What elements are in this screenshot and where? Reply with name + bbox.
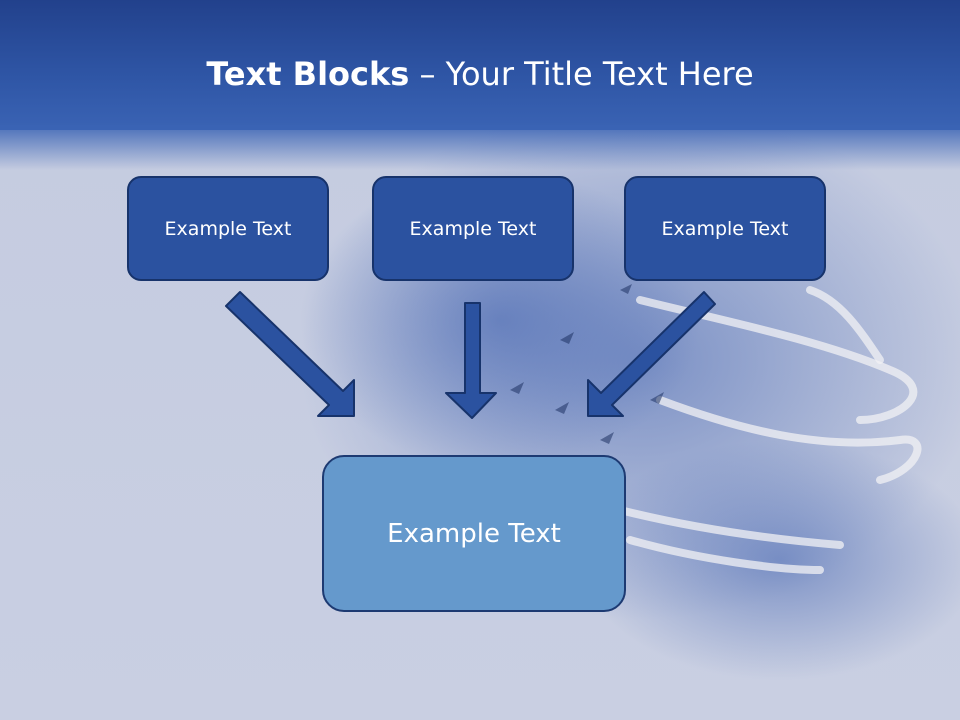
target-block: Example Text [322,455,626,612]
text-block-1: Example Text [127,176,329,281]
target-block-label: Example Text [387,518,561,549]
text-block-2-label: Example Text [409,217,537,240]
title-bar [0,0,960,130]
arrow-right-diagonal [587,291,716,417]
arrow-left-diagonal [225,291,355,417]
text-block-1-label: Example Text [164,217,292,240]
text-block-2: Example Text [372,176,574,281]
title-bar-fade [0,125,960,170]
text-block-3-label: Example Text [661,217,789,240]
slide-title-bold: Text Blocks [206,55,410,93]
slide-title: Text Blocks – Your Title Text Here [0,52,960,96]
text-block-3: Example Text [624,176,826,281]
arrow-center-down [445,302,497,419]
slide-title-rest: – Your Title Text Here [409,55,754,93]
